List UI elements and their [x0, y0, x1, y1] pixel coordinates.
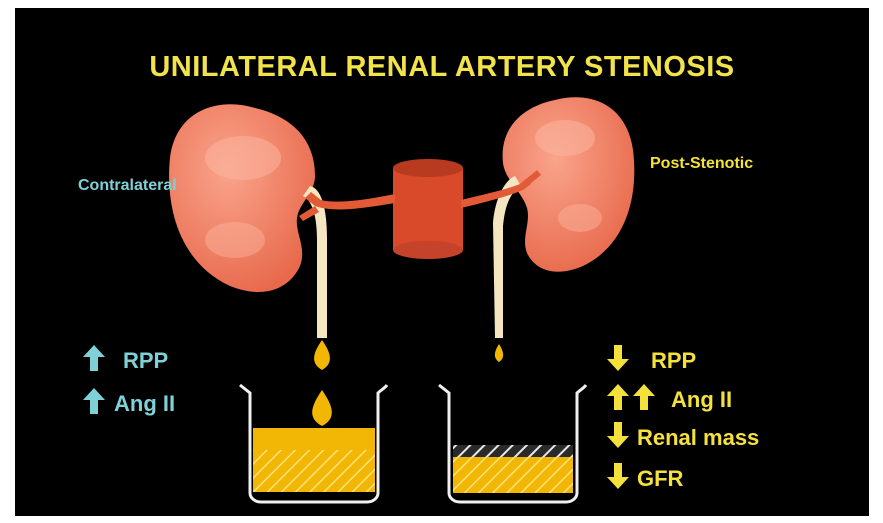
right-renal-mass-label: Renal mass [637, 425, 759, 451]
right-beaker [439, 385, 586, 502]
arrow-up-icon [607, 384, 629, 410]
arrow-down-icon [607, 463, 629, 489]
left-ang-ii-label: Ang II [114, 391, 175, 417]
post-stenotic-label: Post-Stenotic [650, 155, 753, 173]
arrow-up-icon [633, 384, 655, 410]
arrow-down-icon [607, 422, 629, 448]
right-urine-drop [495, 344, 503, 362]
contralateral-label: Contralateral [78, 177, 177, 195]
arrow-up-icon [83, 388, 105, 414]
left-rpp-label: RPP [123, 348, 168, 374]
arrow-down-icon [607, 345, 629, 371]
aorta [393, 159, 463, 259]
arrow-up-icon [83, 345, 105, 371]
right-ang-ii-label: Ang II [671, 387, 732, 413]
diagram-canvas: UNILATERAL RENAL ARTERY STENOSIS Contral… [15, 8, 869, 516]
left-urine-drops [312, 340, 332, 426]
left-kidney [169, 104, 315, 292]
left-beaker [240, 385, 387, 502]
right-gfr-label: GFR [637, 466, 683, 492]
diagram-title: UNILATERAL RENAL ARTERY STENOSIS [15, 51, 869, 84]
right-rpp-label: RPP [651, 348, 696, 374]
right-ureter [493, 176, 521, 338]
